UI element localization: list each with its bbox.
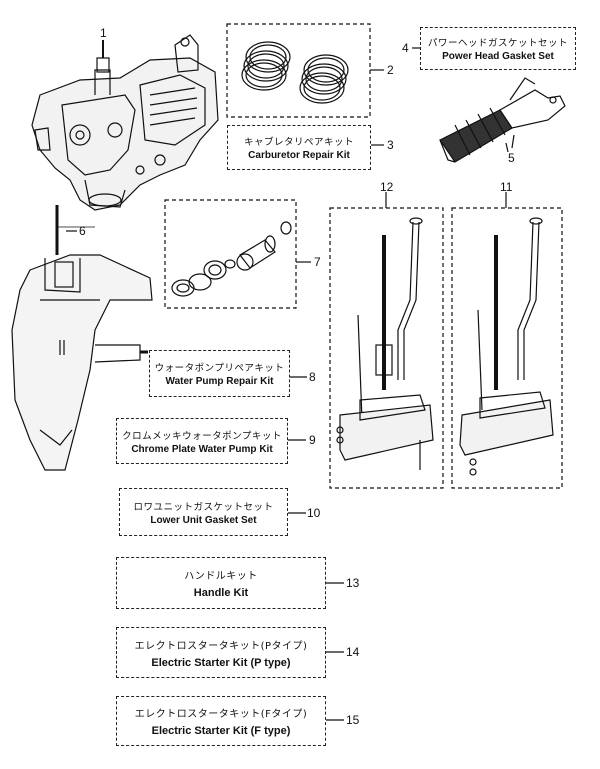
part-number-14: 14 <box>346 645 360 659</box>
part-4-en-label: Power Head Gasket Set <box>442 51 554 62</box>
part-number-10: 10 <box>307 506 321 520</box>
part-7-frame <box>164 199 297 309</box>
part-3-en-label: Carburetor Repair Kit <box>248 150 350 161</box>
tiller-handle-illustration <box>439 77 566 163</box>
part-number-2: 2 <box>387 63 394 77</box>
part-number-9: 9 <box>309 433 316 447</box>
part-8-jp-label: ウォータポンプリペアキット <box>154 363 285 374</box>
part-number-13: 13 <box>346 576 360 590</box>
part-number-7: 7 <box>314 255 321 269</box>
part-11-frame <box>451 207 563 489</box>
part-number-6: 6 <box>79 224 86 238</box>
drive-shaft-12-illustration <box>336 217 434 470</box>
part-9-label-box: クロムメッキウォータポンプキット Chrome Plate Water Pump… <box>116 418 288 464</box>
part-number-15: 15 <box>346 713 360 727</box>
part-number-5: 5 <box>508 151 515 165</box>
part-number-8: 8 <box>309 370 316 384</box>
part-4-label-box: パワーヘッドガスケットセット Power Head Gasket Set <box>420 27 576 70</box>
part-8-label-box: ウォータポンプリペアキット Water Pump Repair Kit <box>149 350 290 397</box>
part-8-en-label: Water Pump Repair Kit <box>165 376 274 387</box>
part-9-en-label: Chrome Plate Water Pump Kit <box>131 443 273 455</box>
part-number-3: 3 <box>387 138 394 152</box>
part-13-en-label: Handle Kit <box>193 587 249 599</box>
part-number-11: 11 <box>500 180 513 194</box>
water-pump-illustration <box>171 221 292 297</box>
part-10-en-label: Lower Unit Gasket Set <box>150 514 257 526</box>
piston-rings-illustration <box>241 41 349 104</box>
part-15-label-box: エレクトロスタータキット(Fタイプ) Electric Starter Kit … <box>116 696 326 746</box>
part-3-label-box: キャブレタリペアキット Carburetor Repair Kit <box>227 125 371 170</box>
drive-shaft-11-illustration <box>459 217 554 476</box>
part-13-jp-label: ハンドルキット <box>184 571 258 582</box>
part-number-1: 1 <box>100 26 107 40</box>
part-10-jp-label: ロワユニットガスケットセット <box>133 501 274 513</box>
part-15-en-label: Electric Starter Kit (F type) <box>151 725 291 737</box>
part-3-jp-label: キャブレタリペアキット <box>243 137 354 148</box>
part-14-label-box: エレクトロスタータキット(Pタイプ) Electric Starter Kit … <box>116 627 326 678</box>
part-13-label-box: ハンドルキット Handle Kit <box>116 557 326 609</box>
part-9-jp-label: クロムメッキウォータポンプキット <box>122 430 282 442</box>
power-head-illustration <box>31 34 219 211</box>
part-14-jp-label: エレクトロスタータキット(Pタイプ) <box>134 640 308 652</box>
lower-unit-illustration <box>11 205 153 471</box>
part-14-en-label: Electric Starter Kit (P type) <box>151 656 291 669</box>
part-15-jp-label: エレクトロスタータキット(Fタイプ) <box>134 709 308 720</box>
part-number-12: 12 <box>380 180 394 194</box>
part-4-jp-label: パワーヘッドガスケットセット <box>427 38 568 49</box>
part-10-label-box: ロワユニットガスケットセット Lower Unit Gasket Set <box>119 488 288 536</box>
part-number-4: 4 <box>402 41 409 55</box>
